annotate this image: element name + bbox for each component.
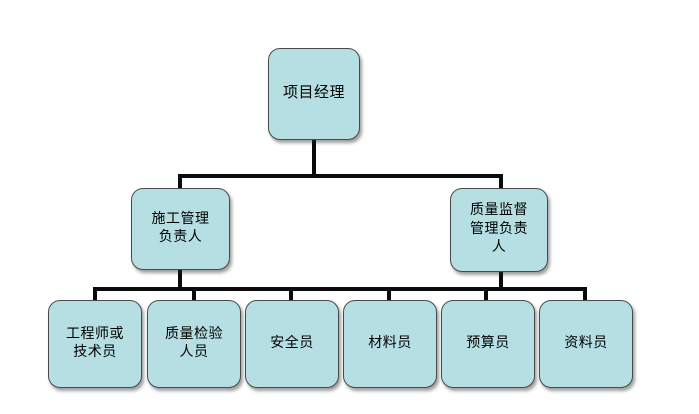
connector-drop-quality-inspector bbox=[192, 287, 196, 302]
connector-drop-budget-officer bbox=[484, 287, 488, 302]
node-budget-officer-label: 预算员 bbox=[466, 335, 510, 351]
node-engineer-technician-label: 工程师或 技术员 bbox=[66, 326, 124, 360]
node-safety-officer[interactable]: 安全员 bbox=[245, 300, 339, 388]
connector-level2-bus bbox=[178, 174, 503, 178]
connector-to-quality-supervisor bbox=[499, 174, 503, 190]
connector-drop-material-clerk bbox=[387, 287, 391, 302]
node-quality-supervisor-label: 质量监督 管理负责 人 bbox=[470, 203, 528, 256]
connector-top-stem bbox=[312, 140, 316, 178]
node-quality-inspector[interactable]: 质量检验 人员 bbox=[147, 300, 241, 388]
node-safety-officer-label: 安全员 bbox=[270, 335, 314, 351]
connector-quality-supervisor-stem bbox=[499, 270, 503, 290]
node-construction-manager[interactable]: 施工管理 负责人 bbox=[131, 188, 230, 270]
node-project-manager[interactable]: 项目经理 bbox=[268, 48, 360, 140]
node-construction-manager-label: 施工管理 负责人 bbox=[151, 211, 210, 245]
connector-drop-safety-officer bbox=[289, 287, 293, 302]
node-material-clerk[interactable]: 材料员 bbox=[343, 300, 437, 388]
connector-level3-bus bbox=[93, 287, 587, 291]
node-material-clerk-label: 材料员 bbox=[368, 335, 412, 351]
node-document-clerk-label: 资料员 bbox=[564, 335, 608, 351]
connector-construction-manager-stem bbox=[178, 268, 182, 290]
node-engineer-technician[interactable]: 工程师或 技术员 bbox=[48, 300, 142, 388]
node-document-clerk[interactable]: 资料员 bbox=[539, 300, 633, 388]
node-budget-officer[interactable]: 预算员 bbox=[441, 300, 535, 388]
connector-drop-engineer-technician bbox=[93, 287, 97, 302]
node-project-manager-label: 项目经理 bbox=[282, 85, 345, 102]
connector-drop-document-clerk bbox=[583, 287, 587, 302]
connector-to-construction-manager bbox=[178, 174, 182, 190]
node-quality-supervisor[interactable]: 质量监督 管理负责 人 bbox=[450, 188, 548, 272]
node-quality-inspector-label: 质量检验 人员 bbox=[165, 326, 223, 360]
